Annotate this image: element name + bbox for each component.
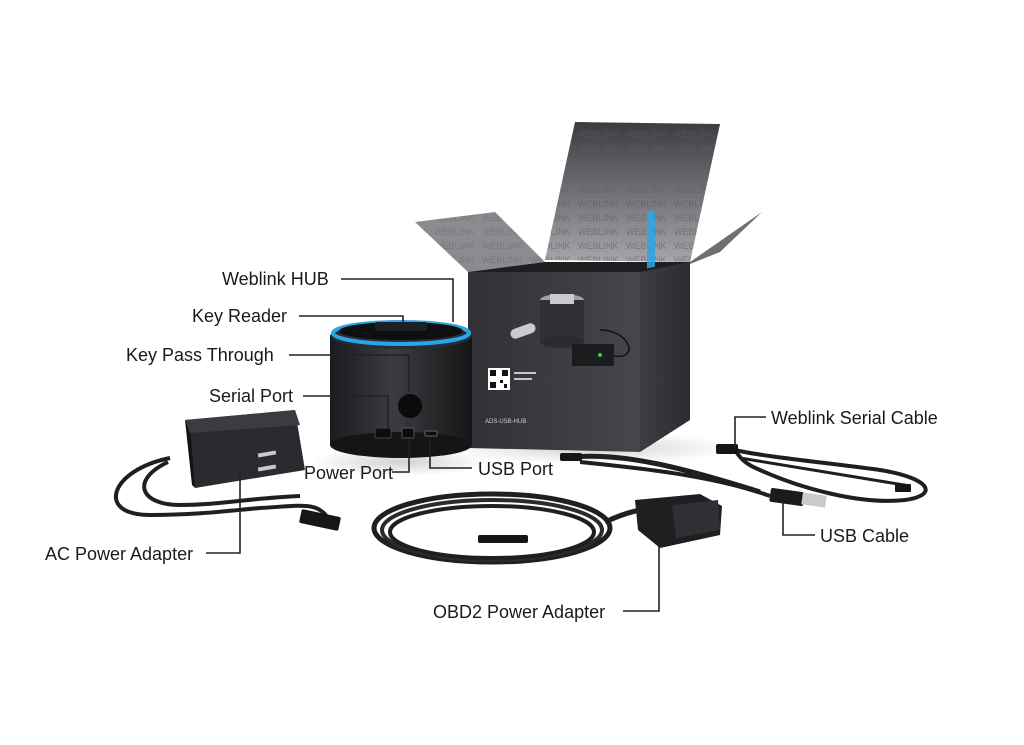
usb-cable xyxy=(560,453,827,508)
box-model-text: ADS-USB-HUB xyxy=(485,419,526,425)
label-weblink-hub: Weblink HUB xyxy=(222,269,329,289)
label-serial-port: Serial Port xyxy=(209,386,294,406)
label-ac-power-adapter: AC Power Adapter xyxy=(45,544,194,564)
weblink-serial-cable xyxy=(716,444,928,503)
leader-lines xyxy=(206,278,815,612)
obd2-power-adapter xyxy=(371,491,722,565)
serial-port-shape xyxy=(374,427,392,439)
label-obd2-power-adapter: OBD2 Power Adapter xyxy=(433,602,606,622)
ac-power-adapter xyxy=(114,410,341,531)
label-power-port: Power Port xyxy=(304,463,394,483)
box-artwork: ADS-USB-HUB xyxy=(485,294,630,425)
label-usb-cable: USB Cable xyxy=(820,526,910,546)
weblink-hub xyxy=(330,320,472,458)
key-pass-through-hole xyxy=(398,394,422,418)
product-box: ADS-USB-HUB xyxy=(415,122,762,452)
label-weblink-serial-cable: Weblink Serial Cable xyxy=(771,408,938,428)
label-key-reader: Key Reader xyxy=(192,306,288,326)
power-port-shape xyxy=(401,427,415,439)
label-usb-port: USB Port xyxy=(478,459,554,479)
label-key-pass-through: Key Pass Through xyxy=(126,345,274,365)
usb-port-shape xyxy=(424,430,438,437)
